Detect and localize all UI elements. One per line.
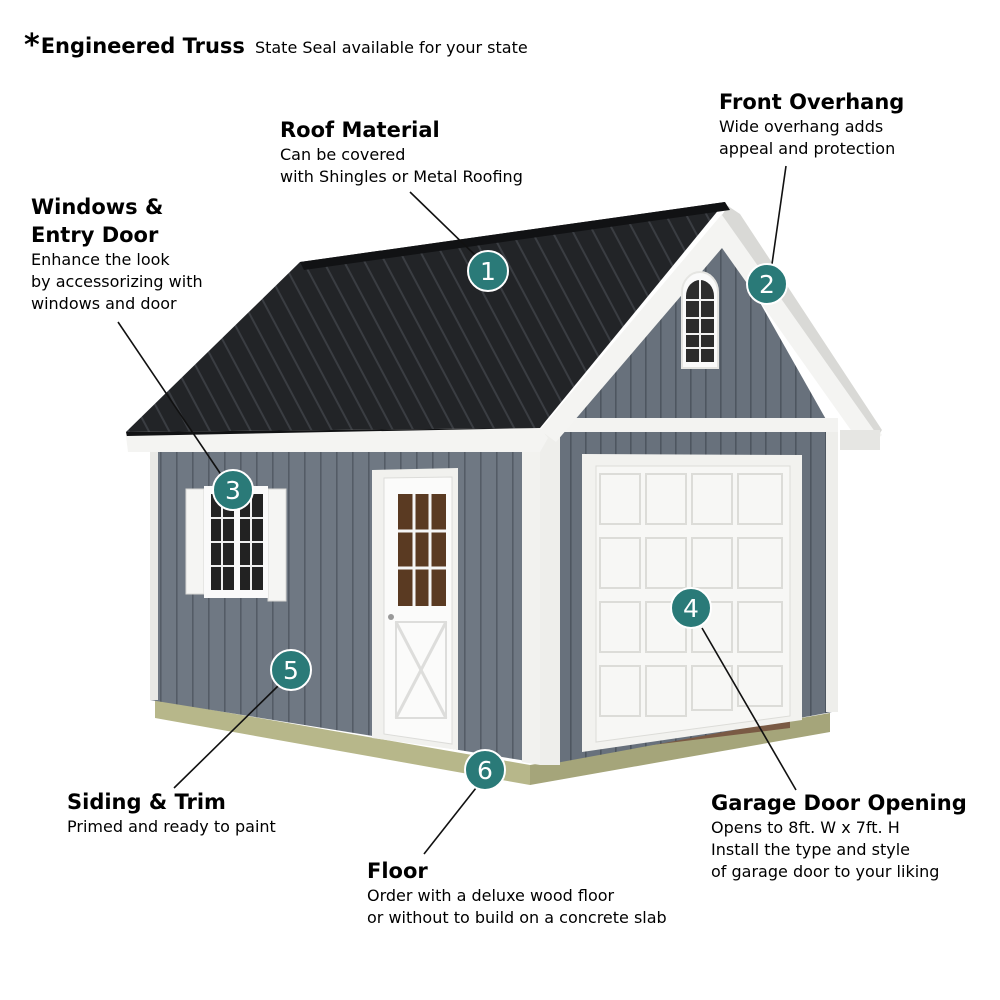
callout-line: Install the type and style [711,840,910,859]
entry-door [372,468,458,750]
callout-windows-entry-door: Windows & Entry Door Enhance the look by… [31,193,203,315]
callout-line: Enhance the look [31,250,170,269]
leader-line-3 [117,321,223,477]
truss-header: *Engineered Truss State Seal available fo… [24,28,528,63]
callout-line: Primed and ready to paint [67,817,276,836]
front-overhang [540,206,882,450]
leader-line-5 [173,685,279,789]
marker-4: 4 [670,587,712,629]
marker-3: 3 [212,469,254,511]
callout-line: or without to build on a concrete slab [367,908,667,927]
callout-title: Roof Material [280,118,440,142]
marker-3-number: 3 [225,476,241,505]
marker-1: 1 [467,250,509,292]
leader-lines [117,165,797,855]
callout-line: with Shingles or Metal Roofing [280,167,523,186]
callout-line: appeal and protection [719,139,896,158]
marker-5-number: 5 [283,656,299,685]
callout-front-overhang: Front Overhang Wide overhang adds appeal… [719,88,904,160]
marker-6: 6 [464,749,506,791]
leader-line-1 [409,191,477,257]
marker-1-number: 1 [480,257,496,286]
callout-floor: Floor Order with a deluxe wood floor or … [367,857,667,929]
callout-siding-trim: Siding & Trim Primed and ready to paint [67,788,276,838]
callout-title: Windows & Entry Door [31,195,164,247]
gable-window [681,271,719,369]
callout-line: Wide overhang adds [719,117,884,136]
leader-line-6 [423,787,477,855]
leader-line-2 [771,165,787,265]
header-subtitle: State Seal available for your state [254,38,528,57]
markers: 1 2 3 4 5 6 [212,250,788,791]
marker-5: 5 [270,649,312,691]
leader-line-4 [701,627,797,791]
callout-line: Order with a deluxe wood floor [367,886,615,905]
marker-2: 2 [746,263,788,305]
callout-roof-material: Roof Material Can be covered with Shingl… [280,116,523,188]
callout-line: Opens to 8ft. W x 7ft. H [711,818,900,837]
callout-title: Floor [367,859,428,883]
callout-title: Siding & Trim [67,790,226,814]
callout-line: windows and door [31,294,177,313]
callout-title: Garage Door Opening [711,791,967,815]
marker-4-number: 4 [683,594,699,623]
marker-2-number: 2 [759,270,775,299]
callout-line: Can be covered [280,145,406,164]
callout-title: Front Overhang [719,90,905,114]
callout-line: by accessorizing with [31,272,203,291]
asterisk-icon: * [24,28,40,63]
callout-line: of garage door to your liking [711,862,940,881]
header-title: Engineered Truss [40,34,245,58]
callout-garage-door-opening: Garage Door Opening Opens to 8ft. W x 7f… [711,789,967,883]
marker-6-number: 6 [477,756,493,785]
